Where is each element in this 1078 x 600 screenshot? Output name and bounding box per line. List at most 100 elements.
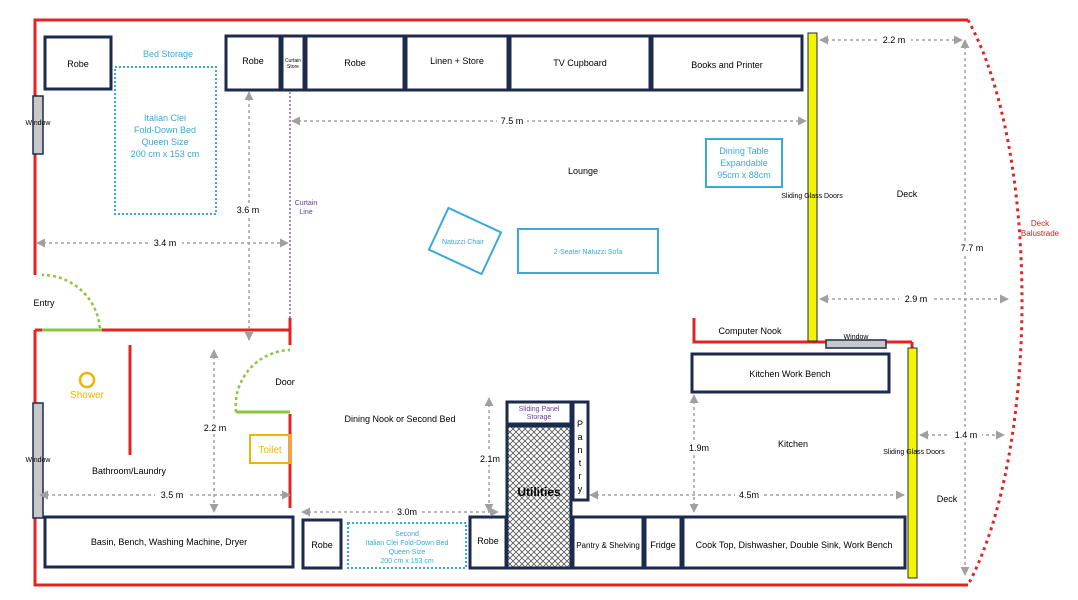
bed-label-2: Fold-Down Bed: [134, 125, 196, 135]
robe-3-label: Robe: [344, 58, 366, 68]
dining-table-label-2: Expandable: [720, 158, 768, 168]
books-printer-label: Books and Printer: [691, 60, 763, 70]
robe-1: [43, 35, 113, 91]
sliding-doors-upper-bar: [807, 32, 818, 342]
sliding-doors-upper-label: Sliding Glass Doors: [781, 193, 843, 200]
pantry-letter: r: [579, 471, 582, 481]
dim-label-deck-height: 7.7 m: [961, 243, 984, 253]
window-left-bottom: [32, 402, 44, 519]
deck-balustrade-line: [966, 19, 1024, 586]
curtain-store: [280, 34, 306, 92]
robe-5-label: Robe: [477, 536, 499, 546]
room-deck-lower: Deck: [937, 494, 958, 504]
dim-label-bedroom-depth: 3.6 m: [237, 205, 260, 215]
cooktop-bench: [681, 515, 907, 570]
robe-4-label: Robe: [311, 540, 333, 550]
linen-store-label: Linen + Store: [430, 56, 484, 66]
tv-cupboard-label: TV Cupboard: [553, 58, 607, 68]
second-bed-label-3: Queen Size: [389, 549, 426, 556]
window-left-top: [32, 95, 44, 155]
pantry-letter: t: [579, 458, 582, 468]
room-computer-nook: Computer Nook: [718, 326, 782, 336]
door-label: Door: [275, 377, 295, 387]
natuzzi-chair: [427, 206, 503, 276]
basin-bench: [43, 515, 295, 569]
toilet-door-swing: [234, 348, 291, 413]
robe-2: [224, 34, 282, 92]
natuzzi-chair-label: Natuzzi Chair: [442, 239, 485, 246]
pantry-letter: n: [577, 445, 582, 455]
room-kitchen: Kitchen: [778, 439, 808, 449]
second-bed-label-4: 200 cm x 153 cm: [380, 558, 433, 565]
pantry-letter: a: [577, 432, 582, 442]
robe-5: [468, 515, 508, 570]
sliding-doors-lower-label: Sliding Glass Doors: [883, 449, 945, 456]
linen-store: [404, 34, 510, 92]
room-dining-nook: Dining Nook or Second Bed: [344, 414, 455, 424]
robe-1-label: Robe: [67, 59, 89, 69]
dim-label-dining-depth: 2.1m: [480, 454, 500, 464]
dim-label-deck-mid: 2.9 m: [905, 294, 928, 304]
tv-cupboard: [508, 34, 652, 92]
room-deck-upper: Deck: [897, 189, 918, 199]
dim-label-kitchen-width: 4.5m: [739, 490, 759, 500]
toilet-label: Toilet: [258, 445, 282, 456]
dining-table-label-3: 95cm x 88cm: [717, 170, 771, 180]
bed-label-4: 200 cm x 153 cm: [131, 149, 200, 159]
room-entry: Entry: [33, 298, 55, 308]
pantry-column: [571, 400, 590, 502]
robe-4: [301, 518, 343, 570]
curtain-line-label-1: Curtain: [295, 200, 318, 207]
entry-door-swing: [41, 273, 102, 332]
deck-balustrade-label-1: Deck: [1031, 219, 1050, 228]
shower-label: Shower: [70, 390, 105, 401]
dim-label-bathroom-width: 3.5 m: [161, 490, 184, 500]
pantry-letter: y: [578, 484, 583, 494]
utilities-label: Utilities: [517, 485, 561, 499]
room-bathroom: Bathroom/Laundry: [92, 466, 167, 476]
window-kitchen: [825, 339, 887, 349]
dim-label-dining-width: 3.0m: [397, 507, 417, 517]
kitchen-work-bench-label: Kitchen Work Bench: [749, 369, 830, 379]
dimension-labels: 2.2 m 7.5 m 3.6 m 3.4 m 7.7 m 2.9 m 2.2 …: [148, 33, 989, 518]
fridge: [643, 515, 683, 570]
sliding-panel-label-1: Sliding Panel: [519, 406, 560, 413]
dim-label-bathroom-depth: 2.2 m: [204, 423, 227, 433]
room-lounge: Lounge: [568, 166, 598, 176]
bed-label-3: Queen Size: [141, 137, 188, 147]
dim-label-lounge-width: 7.5 m: [501, 116, 524, 126]
utilities-block: [505, 424, 573, 570]
window-kitchen-label: Window: [844, 334, 870, 341]
toilet: [249, 434, 291, 464]
window-left-top-label: Window: [26, 120, 52, 127]
bed-label-1: Italian Clei: [144, 113, 186, 123]
pantry-shelving: [571, 515, 645, 570]
sliding-panel-label-2: Storage: [527, 414, 552, 421]
dim-label-deck-lower: 1.4 m: [955, 430, 978, 440]
fridge-label: Fridge: [650, 540, 676, 550]
curtain-store-label-2: Store: [287, 64, 299, 70]
window-left-bottom-label: Window: [26, 457, 52, 464]
sliding-doors-lower-bar: [907, 347, 918, 579]
shower-icon: [78, 371, 96, 389]
dining-table: [705, 138, 783, 188]
bed-storage-label: Bed Storage: [143, 49, 193, 59]
deck-balustrade-label-2: Balustrade: [1021, 229, 1060, 238]
natuzzi-sofa: [517, 228, 659, 274]
dim-label-deck-top: 2.2 m: [883, 35, 906, 45]
second-bed-label-1: Second: [395, 531, 419, 538]
pantry-letters: P a n t r y: [577, 419, 583, 494]
basin-bench-label: Basin, Bench, Washing Machine, Dryer: [91, 537, 247, 547]
dining-table-label-1: Dining Table: [719, 146, 768, 156]
second-bed-label-2: Italian Clei Fold-Down Bed: [366, 540, 449, 547]
robe-2-label: Robe: [242, 56, 264, 66]
curtain-line-label-2: Line: [299, 209, 312, 216]
kitchen-work-bench: [690, 352, 891, 394]
pantry-shelving-label: Pantry & Shelving: [576, 541, 640, 550]
second-bed-outline: [347, 522, 467, 569]
sliding-panel-storage: [505, 400, 573, 426]
natuzzi-sofa-label: 2-Seater Natuzzi Sofa: [554, 249, 623, 256]
books-printer: [650, 34, 804, 92]
cooktop-bench-label: Cook Top, Dishwasher, Double Sink, Work …: [696, 540, 893, 550]
